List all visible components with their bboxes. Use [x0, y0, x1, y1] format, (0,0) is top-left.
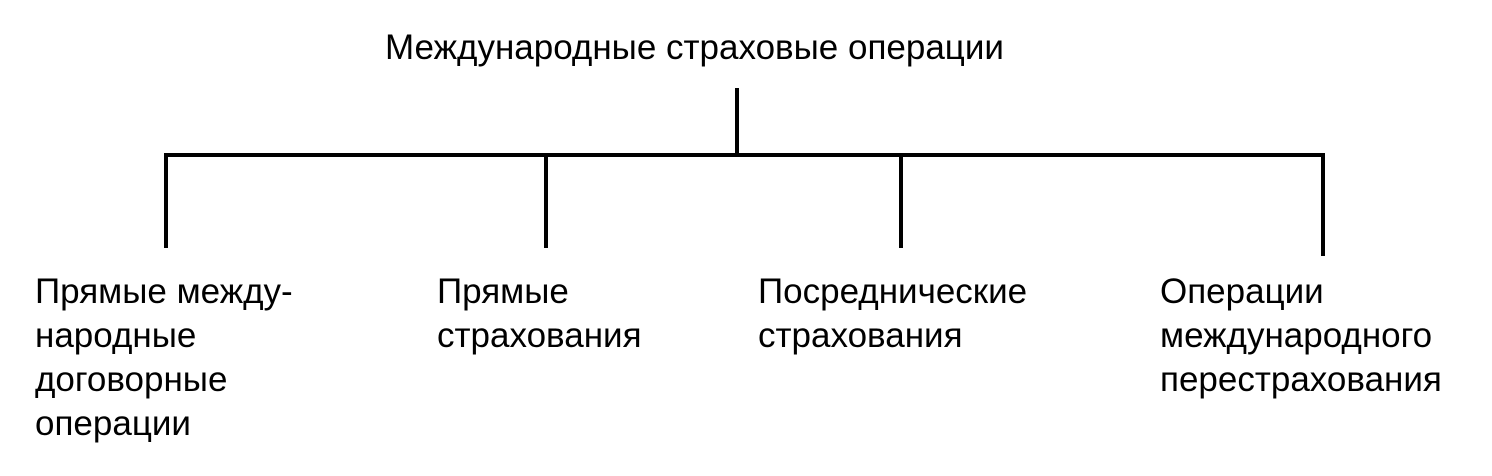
- child-node-line: Прямые между-: [35, 272, 293, 311]
- child-node-intermediary-insurance: Посреднические страхования: [758, 270, 1027, 358]
- root-node-label: Международные страховые операции: [385, 28, 1004, 67]
- child-node-line: договорные: [35, 360, 228, 399]
- child-node-line: перестрахования: [1160, 360, 1442, 399]
- child-node-line: Посреднические: [758, 272, 1028, 311]
- child-node-direct-insurance: Прямые страхования: [437, 270, 642, 358]
- child-node-direct-international-contract-operations: Прямые между- народные договорные операц…: [35, 270, 293, 446]
- child-node-line: страхования: [758, 316, 963, 355]
- child-node-line: страхования: [437, 316, 642, 355]
- child-node-line: народные: [35, 316, 197, 355]
- child-node-international-reinsurance-operations: Операции международного перестрахования: [1160, 270, 1442, 402]
- child-node-line: Операции: [1160, 272, 1324, 311]
- child-node-line: международного: [1160, 316, 1433, 355]
- child-node-line: Прямые: [437, 272, 569, 311]
- child-node-line: операции: [35, 404, 191, 443]
